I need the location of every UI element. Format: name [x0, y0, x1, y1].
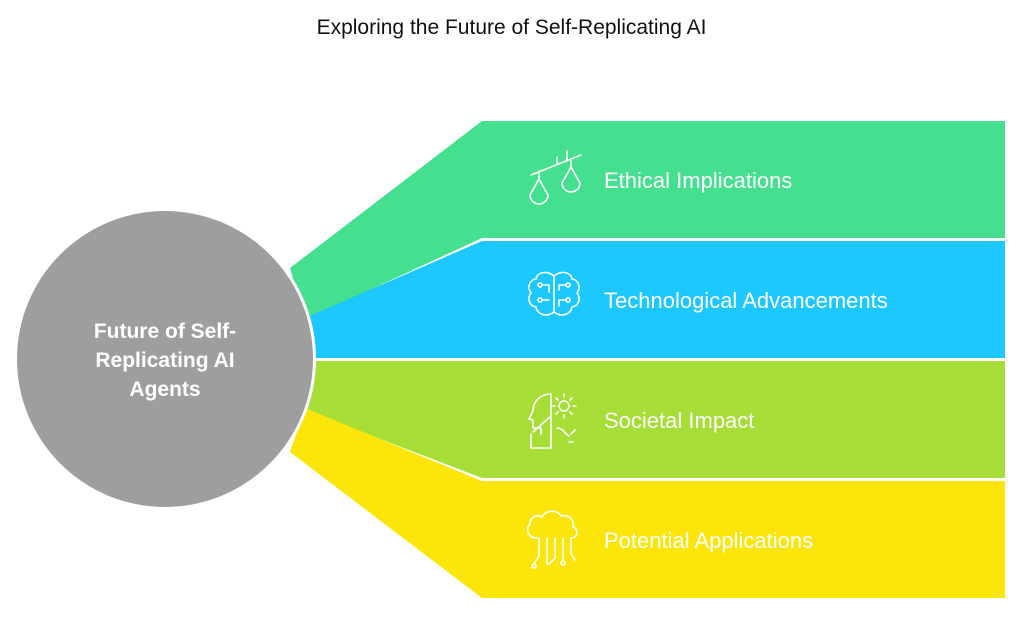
branch-band-technological: [305, 241, 1005, 358]
branch-band-applications: [290, 408, 1005, 598]
diagram-title: Exploring the Future of Self-Replicating…: [316, 16, 707, 39]
cloud-circuit-icon: [526, 510, 578, 569]
branch-label-ethical: Ethical Implications: [604, 168, 792, 193]
head-gear-icon: [528, 393, 577, 449]
scales-icon: [529, 150, 582, 205]
branch-label-applications: Potential Applications: [604, 528, 813, 553]
center-label-line-1: Future of Self-: [94, 320, 236, 343]
center-label-line-3: Agents: [129, 378, 200, 401]
branch-label-technological: Technological Advancements: [604, 288, 888, 313]
center-label-line-2: Replicating AI: [95, 349, 234, 372]
branch-label-societal: Societal Impact: [604, 408, 754, 433]
branch-band-ethical: [290, 121, 1005, 320]
center-node: Future of Self- Replicating AI Agents: [14, 208, 316, 510]
branch-band-societal: [305, 361, 1005, 478]
circuit-brain-icon: [528, 271, 580, 316]
